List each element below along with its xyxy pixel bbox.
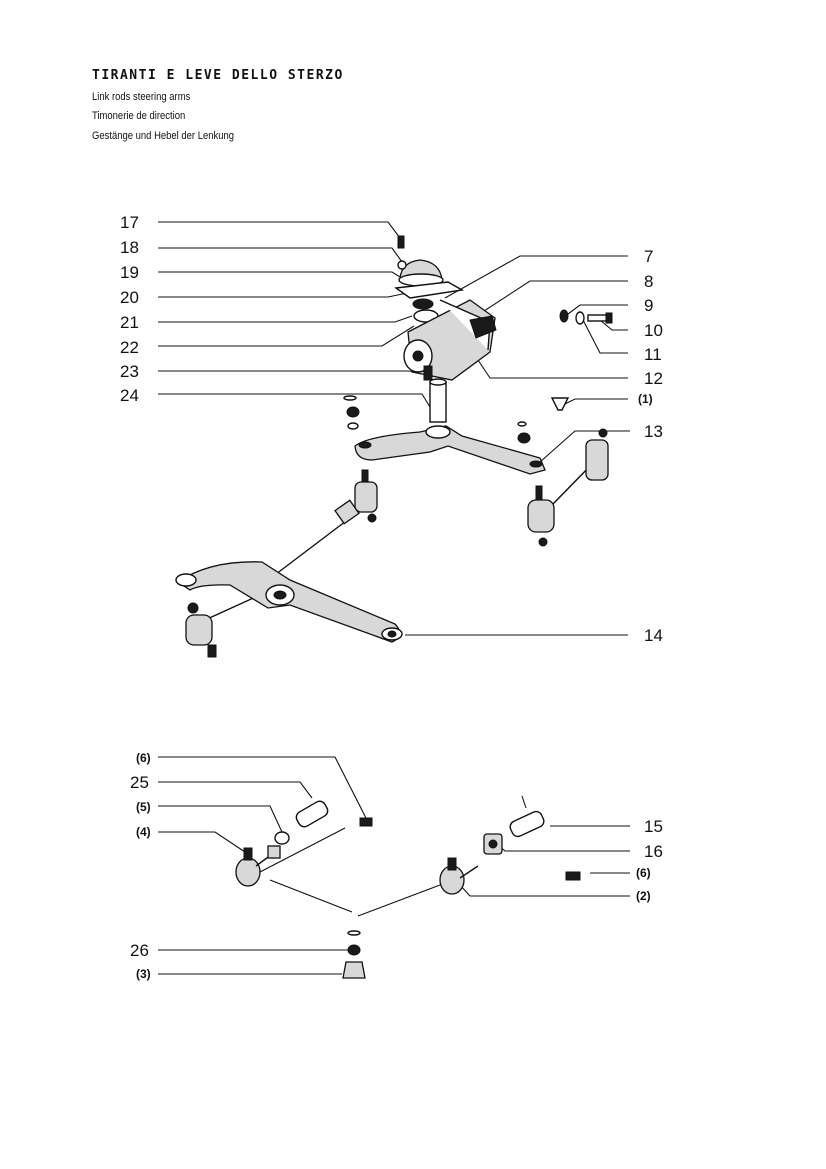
subtitle-german: Gestänge und Hebel der Lenkung	[92, 130, 235, 142]
callout-25: 25	[130, 773, 149, 792]
callout-5: (5)	[136, 800, 151, 814]
callout-7: 7	[644, 247, 653, 266]
callout-1: (1)	[638, 392, 653, 406]
callout-19: 19	[120, 263, 139, 282]
callout-24: 24	[120, 386, 139, 405]
callout-26: 26	[130, 941, 149, 960]
leader-lines-lower	[158, 756, 630, 975]
callout-10: 10	[644, 321, 663, 340]
callout-8: 8	[644, 272, 653, 291]
callout-16: 16	[644, 842, 663, 861]
callout-3: (3)	[136, 967, 151, 981]
callout-11: 11	[644, 345, 662, 364]
callout-15: 15	[644, 817, 663, 836]
callout-6-left: (6)	[136, 751, 151, 765]
idler-arm	[343, 395, 546, 475]
callout-4: (4)	[136, 825, 151, 839]
callout-21: 21	[120, 313, 139, 332]
callout-2: (2)	[636, 889, 651, 903]
subtitle-english: Link rods steering arms	[92, 91, 191, 103]
drop-arm	[175, 561, 403, 643]
tie-rods	[185, 428, 609, 658]
callout-20: 20	[120, 288, 139, 307]
callout-14: 14	[644, 626, 663, 645]
callout-9: 9	[644, 296, 653, 315]
callout-23: 23	[120, 362, 139, 381]
page-title: TIRANTI E LEVE DELLO STERZO	[92, 68, 344, 83]
lower-exploded-parts	[235, 795, 581, 979]
callout-labels: 17 18 19 20 21 22 23 24 7 8 9 10 11 12 (…	[120, 213, 663, 981]
callout-13: 13	[644, 422, 663, 441]
callout-12: 12	[644, 369, 663, 388]
subtitle-french: Timonerie de direction	[92, 110, 186, 122]
idler-bracket-assembly	[394, 235, 613, 423]
callout-6-right: (6)	[636, 866, 651, 880]
callout-18: 18	[120, 238, 139, 257]
callout-22: 22	[120, 338, 139, 357]
callout-17: 17	[120, 213, 139, 232]
